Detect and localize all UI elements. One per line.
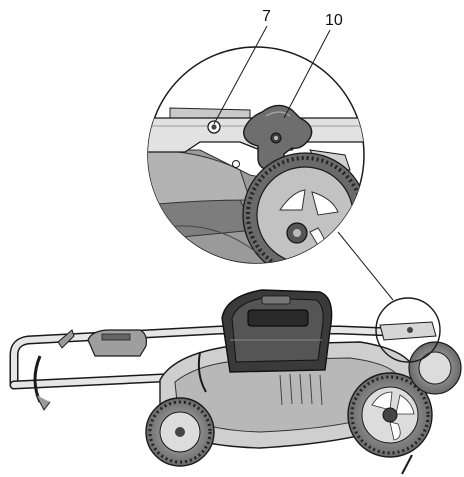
knob-icon <box>243 104 313 171</box>
wheel-icon <box>347 372 433 458</box>
callout-10: 10 <box>325 12 343 29</box>
wheel-icon <box>408 341 462 395</box>
callout-7: 7 <box>262 8 271 25</box>
leader-line-7 <box>213 25 268 125</box>
magnified-detail <box>147 46 365 264</box>
lawn-mower <box>9 289 462 475</box>
connector-line <box>337 231 394 301</box>
leader-line-10 <box>283 29 331 119</box>
detail-circle <box>375 297 441 363</box>
wheel-icon <box>145 397 215 467</box>
wheel-icon <box>242 152 364 263</box>
bolt-icon <box>207 120 221 134</box>
